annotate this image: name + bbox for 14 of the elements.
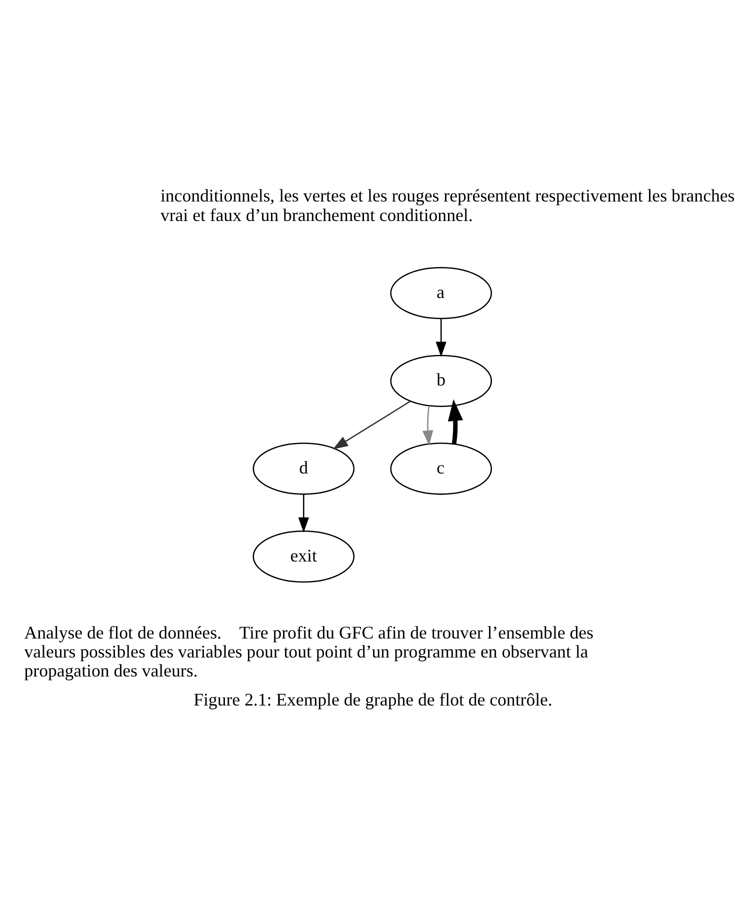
node-ellipse: a <box>390 267 492 320</box>
arrow <box>298 494 308 533</box>
arrow <box>422 406 433 446</box>
node-ellipse: c <box>390 442 492 495</box>
arrow <box>447 399 463 444</box>
arrow <box>332 400 410 450</box>
label: Analyse de flot de données. Tire profit du GFC afin de trouver l’ensemble des <box>24 622 593 642</box>
label: valeurs possibles des variables pour tout point d’un programme en observant la propagation des valeurs. <box>24 641 588 680</box>
node-ellipse: b <box>390 354 492 407</box>
label: inconditionnels, les vertes et les rouges représentent respectivement les branches vrai et faux d’un branchement conditionnel. <box>160 186 734 225</box>
node-ellipse: exit <box>252 530 354 583</box>
arrow <box>435 318 446 357</box>
caption: Figure 2.1: Exemple de graphe de flot de contrôle. <box>193 690 552 710</box>
node-ellipse: d <box>252 442 354 495</box>
